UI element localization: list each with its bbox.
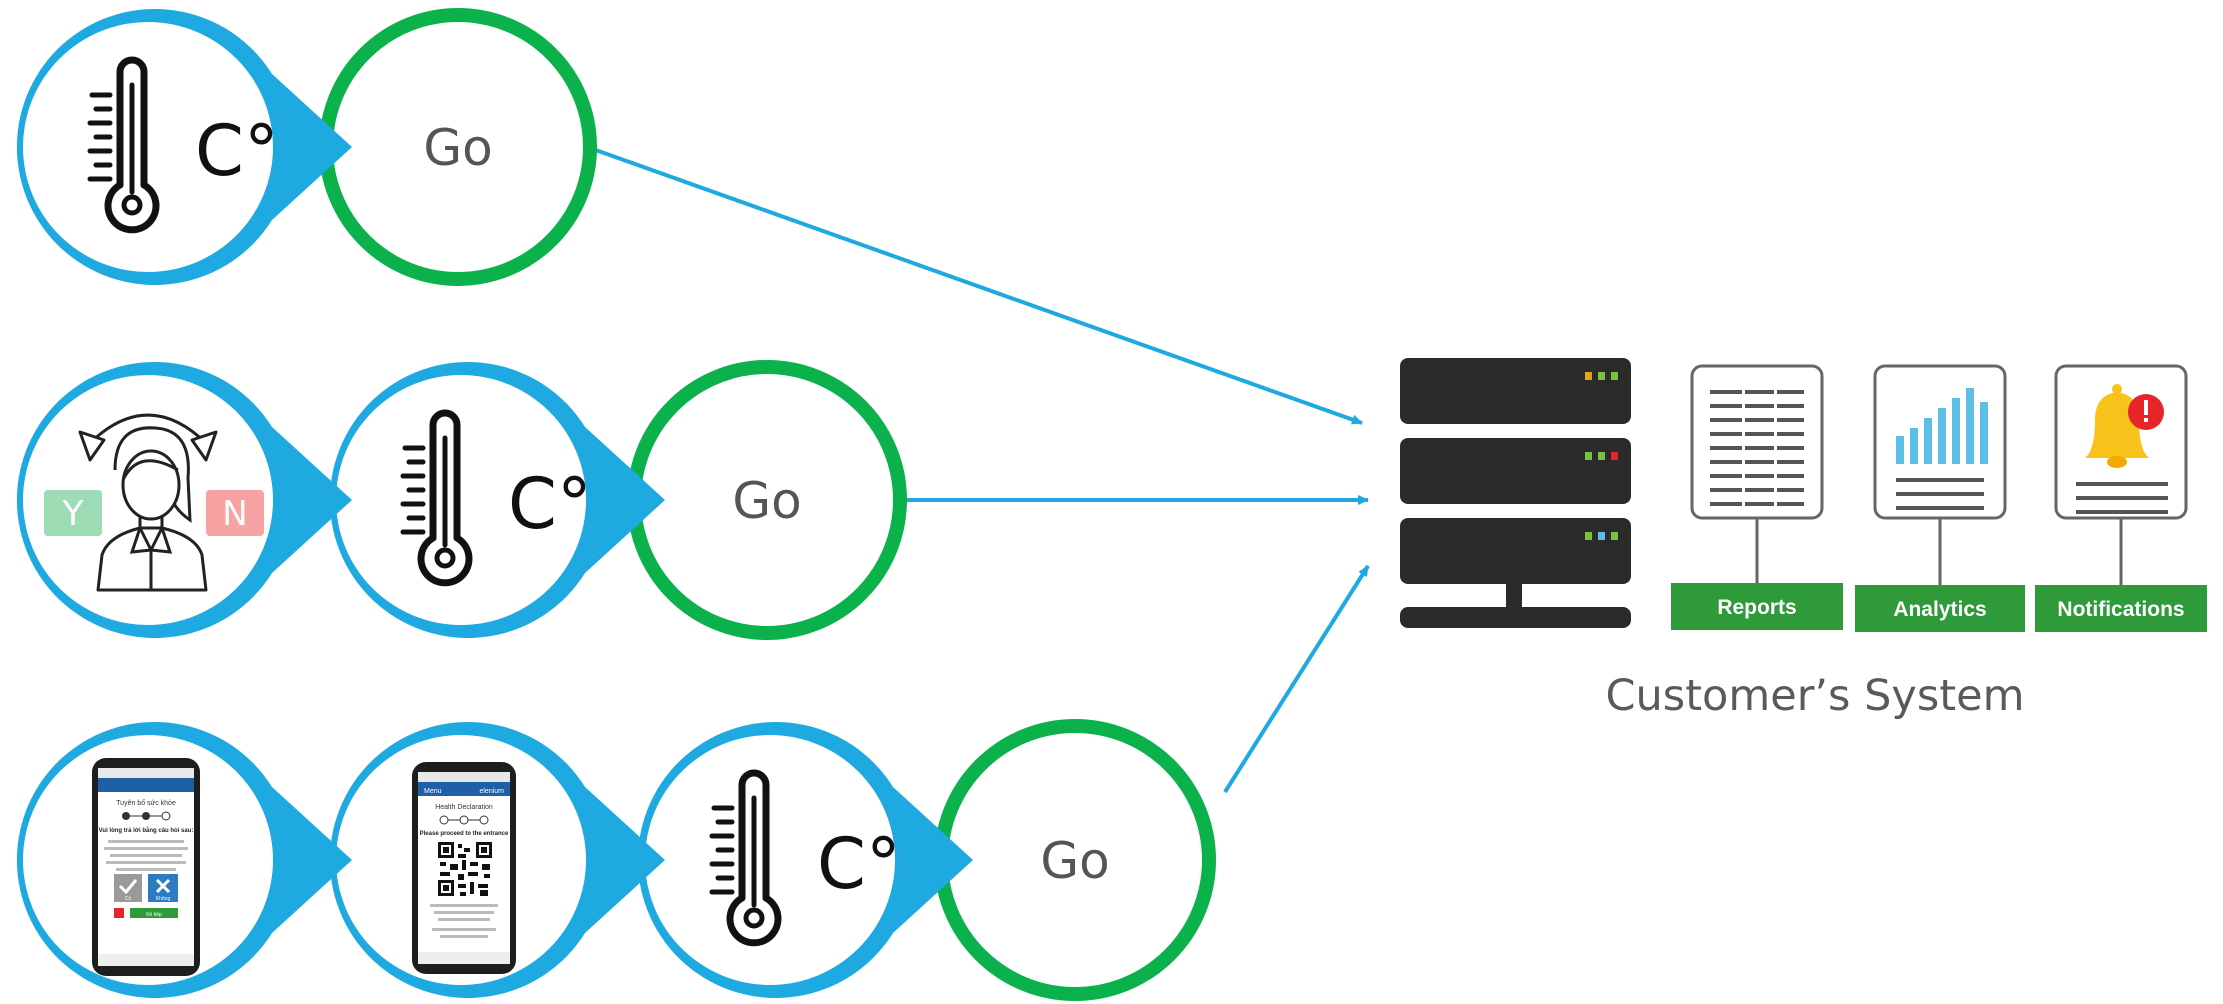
arrow-row-3 <box>1223 564 1370 794</box>
server-status-leds <box>1585 372 1618 540</box>
system-caption: Customer’s System <box>1606 671 2025 721</box>
status-led <box>1598 452 1605 460</box>
analytics-label-box <box>1855 585 2025 632</box>
person-yes-no-icon: Y N <box>44 413 264 592</box>
yes-label: Y <box>62 494 84 534</box>
arrow-row-1 <box>589 146 1363 425</box>
submit-label: Kế tiếp <box>146 912 162 918</box>
phone-title: Tuyên bố sức khỏe <box>116 798 176 807</box>
go-circle: Go <box>627 360 907 640</box>
status-led <box>1585 532 1592 540</box>
flow-arrows <box>589 146 1370 794</box>
go-label: Go <box>1040 832 1109 890</box>
no-option-label: Không <box>156 896 171 902</box>
report-document-icon <box>1690 364 1824 520</box>
status-led <box>1611 452 1618 460</box>
status-led <box>1585 452 1592 460</box>
phone-title: Health Declaration <box>435 804 493 811</box>
yes-option-label: Có <box>125 896 132 902</box>
server-unit <box>1400 518 1631 584</box>
output-notifications: Notifications <box>2035 364 2207 632</box>
row-1: Go C° <box>16 8 597 286</box>
row-2: Go C° <box>16 360 907 640</box>
server-unit <box>1400 438 1631 504</box>
no-label: N <box>222 494 247 534</box>
alert-badge-icon <box>2128 394 2164 430</box>
row-3: Go C° Menu elenium Health Declaration <box>16 719 1216 1001</box>
qr-code-icon <box>438 842 492 896</box>
celsius-label: C° <box>195 110 279 192</box>
go-label: Go <box>423 119 492 177</box>
bar-chart-document-icon <box>1873 364 2007 520</box>
status-led <box>1611 532 1618 540</box>
phone-menu-label: Menu <box>424 788 442 795</box>
blue-pin-step: C° <box>329 362 665 638</box>
status-led <box>1598 372 1605 380</box>
output-analytics: Analytics <box>1855 364 2025 632</box>
go-circle: Go <box>934 719 1216 1001</box>
blue-pin-step: Tuyên bố sức khỏe Vui lòng trả lời bằng … <box>16 721 352 998</box>
reports-label-box <box>1671 583 1843 630</box>
no-tag <box>206 490 264 536</box>
phone-health-form-icon: Tuyên bố sức khỏe Vui lòng trả lời bằng … <box>92 758 200 976</box>
phone-question: Vui lòng trả lời bằng câu hỏi sau: <box>99 827 194 834</box>
server-rack-icon <box>1400 358 1631 628</box>
phone-brand-label: elenium <box>479 788 504 795</box>
blue-pin-step: Y N <box>16 362 352 638</box>
reports-label: Reports <box>1717 596 1796 619</box>
output-reports: Reports <box>1671 364 1843 630</box>
yes-tag <box>44 490 102 536</box>
go-circle: Go <box>319 8 597 286</box>
status-led <box>1611 372 1618 380</box>
bell-alert-document-icon <box>2054 364 2188 520</box>
server-unit <box>1400 358 1631 424</box>
notifications-label: Notifications <box>2057 598 2184 621</box>
go-label: Go <box>732 472 801 530</box>
blue-pin-step: C° <box>16 8 352 285</box>
phone-qr-code-icon: Menu elenium Health Declaration Please p… <box>412 762 516 974</box>
notifications-label-box <box>2035 585 2207 632</box>
server-base <box>1400 607 1631 628</box>
analytics-label: Analytics <box>1893 598 1986 621</box>
status-led <box>1585 372 1592 380</box>
celsius-label: C° <box>508 463 592 545</box>
celsius-label: C° <box>817 823 901 905</box>
phone-subtitle: Please proceed to the entrance <box>420 831 509 837</box>
blue-pin-step: C° <box>637 721 973 998</box>
status-led <box>1598 532 1605 540</box>
blue-pin-step: Menu elenium Health Declaration Please p… <box>329 721 665 998</box>
